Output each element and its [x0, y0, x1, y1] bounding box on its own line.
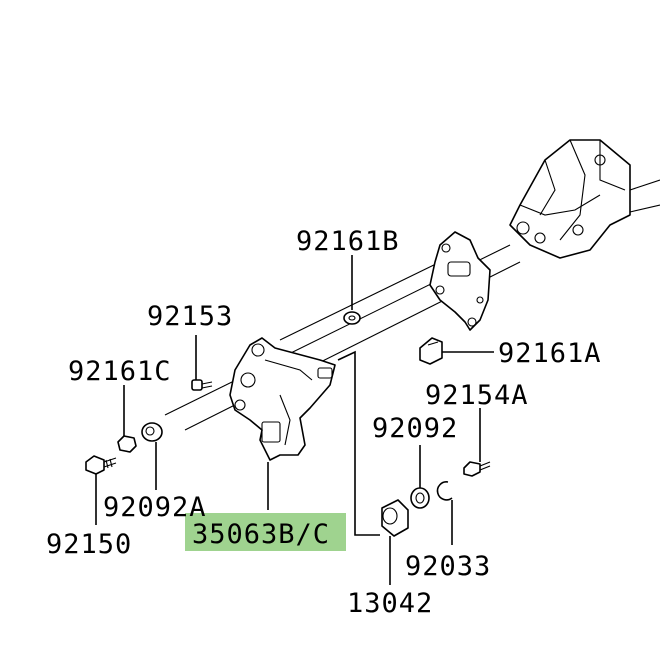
damper-92161A	[419, 337, 443, 365]
label-13042: 13042	[347, 588, 433, 619]
upper-bracket	[429, 231, 491, 331]
leader-lines	[95, 255, 494, 585]
label-92092: 92092	[372, 413, 458, 444]
footpeg-bracket	[229, 337, 336, 461]
bolt-92154A	[463, 461, 491, 477]
label-92033: 92033	[405, 551, 491, 582]
label-92161A: 92161A	[498, 338, 602, 369]
label-35063B-C: 35063B/C	[192, 519, 330, 550]
label-92153: 92153	[147, 301, 233, 332]
highlight-box	[185, 513, 346, 551]
circlip-92033	[436, 481, 453, 501]
frame-assembly	[509, 139, 660, 259]
label-92092A: 92092A	[103, 492, 207, 523]
washer-92161C	[117, 435, 137, 453]
collar-92092	[410, 487, 430, 509]
washer-92161B	[343, 311, 361, 325]
bushing-13042	[381, 499, 409, 537]
label-92154A: 92154A	[425, 380, 529, 411]
label-92150: 92150	[46, 529, 132, 560]
label-92161B: 92161B	[296, 226, 400, 257]
collar-92092A	[141, 422, 163, 442]
bolt-92150	[85, 455, 117, 475]
label-92161C: 92161C	[68, 356, 172, 387]
bolt-92153	[191, 379, 213, 391]
